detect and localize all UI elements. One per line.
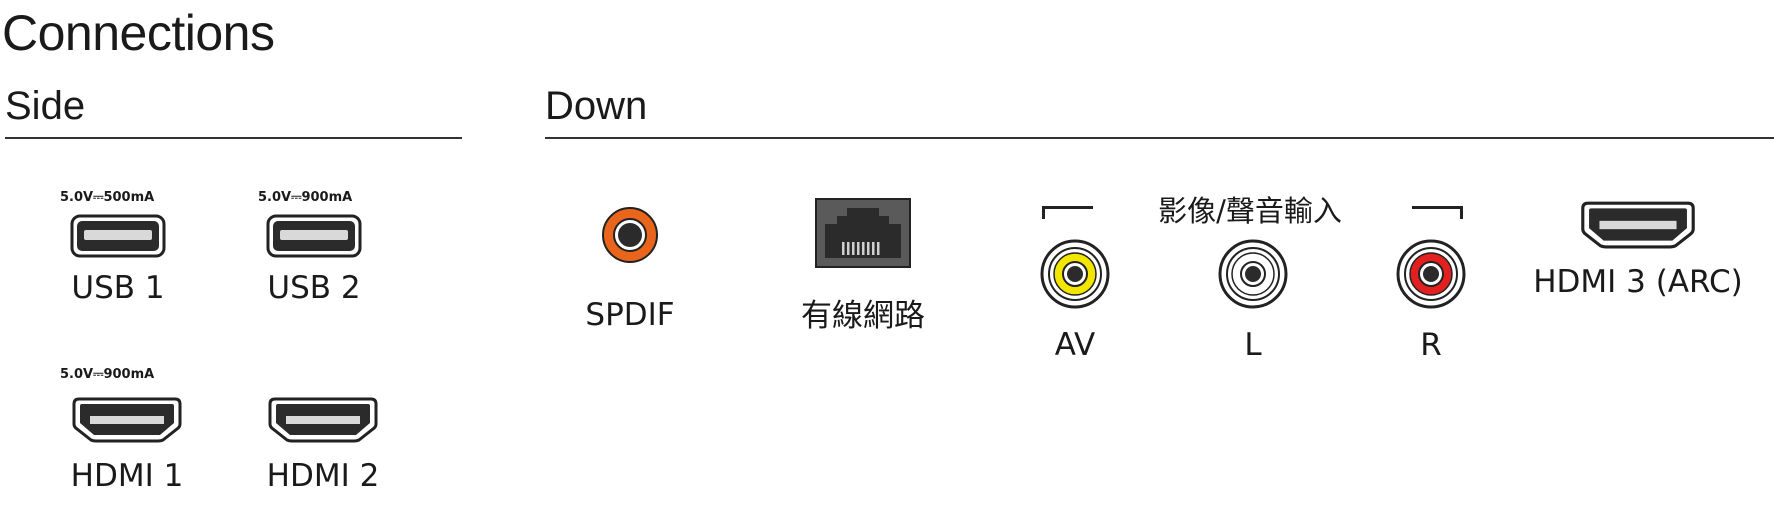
section-down-heading: Down — [545, 84, 648, 128]
page-title: Connections — [2, 5, 275, 61]
hdmi-port-icon — [70, 396, 184, 444]
hdmi2-label: HDMI 2 — [266, 458, 380, 494]
spdif-port-icon — [601, 206, 659, 264]
section-side-heading: Side — [5, 84, 86, 128]
usb1-label: USB 1 — [71, 270, 165, 306]
usb2-spec: 5.0V⎓900mA — [258, 190, 353, 205]
av-label: AV — [1054, 327, 1096, 363]
av-group-bracket-right — [1412, 206, 1463, 219]
side-divider — [5, 137, 462, 139]
usb-port-icon — [266, 214, 362, 258]
av-group-bracket-left — [1042, 206, 1093, 219]
usb-port-icon — [70, 214, 166, 258]
usb1-spec: 5.0V⎓500mA — [60, 190, 155, 205]
r-label: R — [1420, 327, 1442, 363]
hdmi-port-icon — [266, 396, 380, 444]
usb2-label: USB 2 — [267, 270, 361, 306]
spdif-label: SPDIF — [585, 297, 675, 333]
rca-jack-icon — [1040, 239, 1110, 309]
lan-label: 有線網路 — [801, 298, 925, 334]
down-divider — [545, 137, 1774, 139]
hdmi1-spec: 5.0V⎓900mA — [60, 367, 155, 382]
rca-jack-icon — [1396, 239, 1466, 309]
rca-jack-icon — [1218, 239, 1288, 309]
hdmi1-label: HDMI 1 — [70, 458, 184, 494]
l-label: L — [1244, 327, 1262, 363]
hdmi-port-icon — [1578, 200, 1698, 250]
ethernet-port-icon — [815, 198, 911, 268]
hdmi3-label: HDMI 3 (ARC) — [1533, 264, 1743, 300]
av-group-label: 影像/聲音輸入 — [1158, 194, 1342, 228]
